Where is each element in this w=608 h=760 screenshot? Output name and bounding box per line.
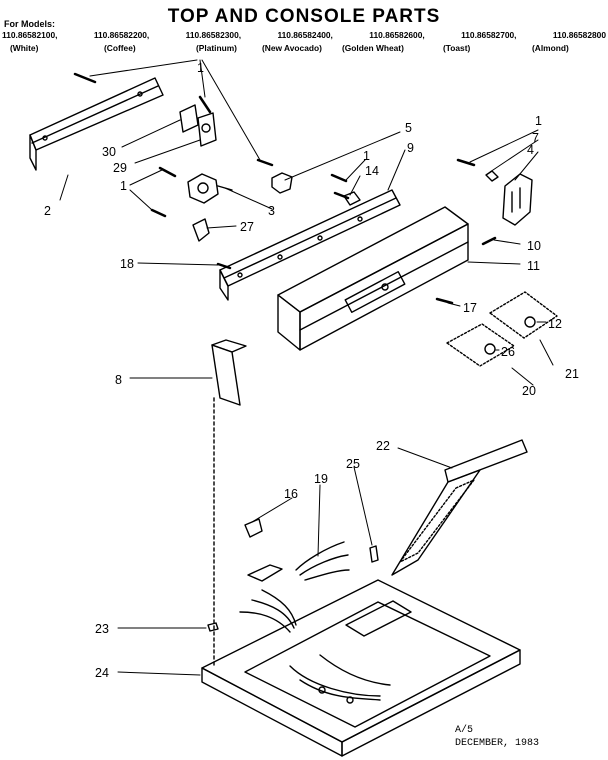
screw-parts bbox=[73, 72, 497, 305]
model-color: (Golden Wheat) bbox=[342, 43, 404, 53]
callout-1: 1 bbox=[535, 114, 542, 128]
callout-29: 29 bbox=[113, 161, 127, 175]
rear-trim-panel-part bbox=[29, 77, 164, 171]
model-number-list: 110.86582100, 110.86582200, 110.86582300… bbox=[2, 30, 606, 40]
callout-25: 25 bbox=[346, 457, 360, 471]
callout-18: 18 bbox=[120, 257, 134, 271]
callout-11: 11 bbox=[527, 259, 540, 273]
callout-3: 3 bbox=[268, 204, 275, 218]
model-number: 110.86582100, bbox=[2, 30, 58, 40]
callout-23: 23 bbox=[95, 622, 109, 636]
callout-21: 21 bbox=[565, 367, 579, 381]
diagram-title: TOP AND CONSOLE PARTS bbox=[167, 6, 441, 27]
callout-2: 2 bbox=[44, 204, 51, 218]
callout-12: 12 bbox=[548, 317, 562, 331]
latch-part bbox=[343, 191, 361, 206]
leader-lines bbox=[59, 59, 554, 676]
knob-parts bbox=[446, 291, 558, 367]
callout-4: 4 bbox=[527, 143, 534, 157]
model-number: 110.86582200, bbox=[93, 30, 150, 40]
wire-harness-part bbox=[239, 541, 350, 633]
callout-8: 8 bbox=[115, 373, 122, 387]
model-color: (Coffee) bbox=[104, 43, 136, 53]
callout-14: 14 bbox=[365, 164, 379, 178]
switch-bracket-part bbox=[179, 104, 217, 147]
model-number: 110.86582700, bbox=[461, 30, 517, 40]
end-cap-part bbox=[485, 170, 533, 226]
model-number: 110.86582300, bbox=[185, 30, 242, 40]
callout-7: 7 bbox=[532, 131, 539, 145]
callout-27: 27 bbox=[240, 220, 254, 234]
clamp-part bbox=[244, 518, 263, 538]
callout-22: 22 bbox=[376, 439, 390, 453]
model-color: (New Avocado) bbox=[262, 43, 322, 53]
callout-30: 30 bbox=[102, 145, 116, 159]
lint-filter-part bbox=[391, 439, 528, 576]
callout-17: 17 bbox=[463, 301, 477, 315]
console-panel-part bbox=[277, 206, 469, 351]
callout-24: 24 bbox=[95, 666, 109, 680]
plug-part bbox=[369, 545, 379, 563]
callout-5: 5 bbox=[405, 121, 412, 135]
model-color: (Platinum) bbox=[196, 43, 237, 53]
callout-26: 26 bbox=[501, 345, 515, 359]
model-number: 110.86582800 bbox=[552, 30, 606, 40]
callout-9: 9 bbox=[407, 141, 414, 155]
revision-code: A/5 bbox=[455, 725, 474, 736]
callout-1: 1 bbox=[120, 179, 127, 193]
control-knob-part bbox=[271, 172, 293, 194]
callout-1: 1 bbox=[363, 149, 370, 163]
model-color: (Almond) bbox=[532, 43, 569, 53]
model-number: 110.86582600, bbox=[369, 30, 425, 40]
control-rail-part bbox=[219, 189, 401, 301]
model-color: (Toast) bbox=[443, 43, 471, 53]
callout-16: 16 bbox=[284, 487, 298, 501]
model-color: (White) bbox=[10, 43, 39, 53]
revision-date: DECEMBER, 1983 bbox=[455, 738, 540, 749]
top-panel-part bbox=[201, 579, 521, 757]
model-number: 110.86582400, bbox=[277, 30, 333, 40]
callout-19: 19 bbox=[314, 472, 328, 486]
fastener-part bbox=[207, 622, 219, 632]
side-panel-part bbox=[211, 339, 247, 666]
callout-1: 1 bbox=[197, 61, 204, 75]
for-models-label: For Models: bbox=[4, 19, 55, 29]
callout-20: 20 bbox=[522, 384, 536, 398]
callout-10: 10 bbox=[527, 239, 541, 253]
clip-part bbox=[192, 218, 210, 242]
